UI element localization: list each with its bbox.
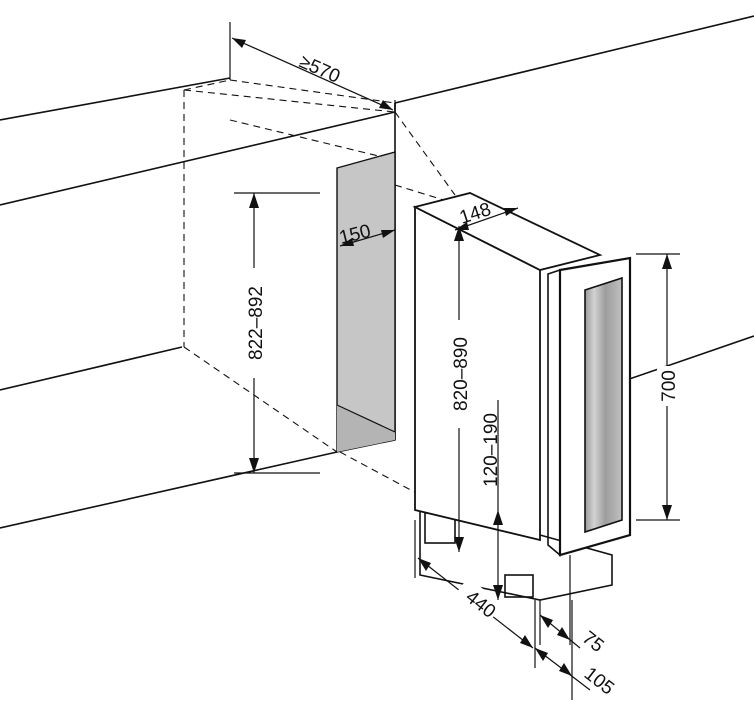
dim-total-front-depth: 105: [534, 600, 618, 700]
dim-label-unit-height: 820–890: [451, 337, 472, 411]
dim-label-cabinet-depth: ≥570: [296, 51, 343, 87]
dim-label-foot-height: 120–190: [481, 413, 502, 487]
dim-label-total-front-depth: 105: [580, 663, 618, 699]
dim-unit-depth: 440: [414, 520, 536, 668]
dim-door-thickness: 75: [539, 555, 608, 657]
dim-label-door-height: 700: [659, 370, 680, 402]
dim-unit-height: 820–890: [449, 226, 472, 552]
dim-door-height: 700: [636, 253, 680, 521]
dim-cabinet-depth: ≥570: [229, 22, 396, 111]
dim-label-niche-height: 822–892: [246, 286, 267, 360]
dim-niche-height: 822–892: [234, 192, 320, 474]
wine-cooler-unit: [412, 192, 632, 601]
side-panel: [336, 151, 396, 453]
dim-foot-height: 120–190: [481, 400, 503, 600]
dim-label-door-thickness: 75: [578, 627, 608, 657]
